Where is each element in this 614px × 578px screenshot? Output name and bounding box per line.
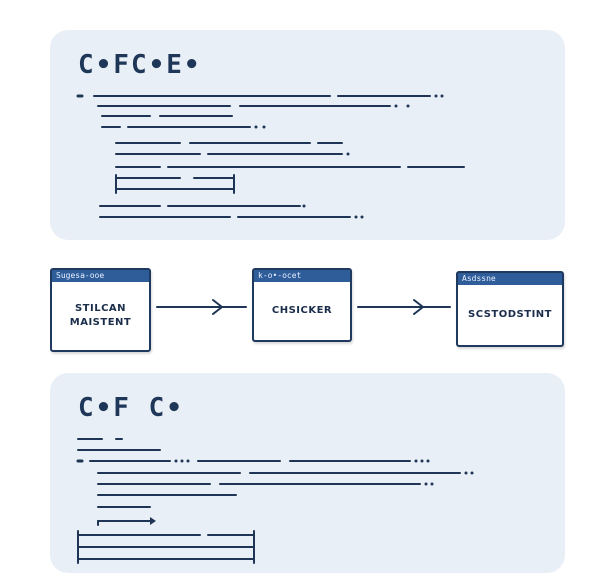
arrow-2-3-head <box>413 299 424 315</box>
node-1-label: STILCAN MAISTENT <box>69 303 132 328</box>
bottom-code-panel: C•F C• <box>50 373 565 573</box>
flow-node-1: Sugesa-ooe STILCAN MAISTENT <box>50 268 151 352</box>
top-code-lines-graphic <box>76 94 465 219</box>
node-3-header: Asdssne <box>458 273 562 285</box>
top-code-lines <box>50 30 565 240</box>
node-2-label: CHSICKER <box>271 305 333 316</box>
top-panel-title: C•FC•E• <box>78 50 202 80</box>
node-3-label: SCSTODSTINT <box>468 309 552 320</box>
top-code-panel: C•FC•E• <box>50 30 565 240</box>
node-1-header: Sugesa-ooe <box>52 270 149 282</box>
bottom-code-lines-graphic <box>76 438 474 564</box>
bottom-panel-title: C•F C• <box>78 393 184 423</box>
flow-node-2: k-o•-ocet CHSICKER <box>252 268 352 342</box>
arrow-1-2-head <box>212 299 223 315</box>
bottom-code-lines <box>50 373 565 573</box>
node-2-header: k-o•-ocet <box>254 270 350 282</box>
flow-node-3: Asdssne SCSTODSTINT <box>456 271 564 347</box>
